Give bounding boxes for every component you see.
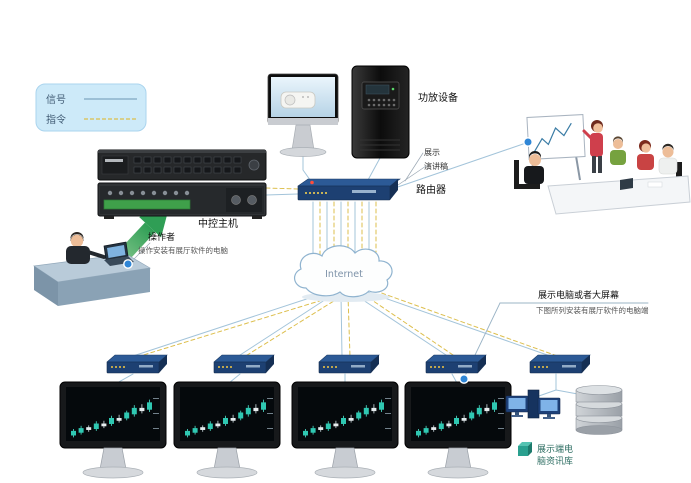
- central-control-host: [97, 149, 267, 219]
- datastore-group: [505, 385, 623, 456]
- display-switch-3: [318, 354, 380, 374]
- line-router-meeting: [391, 142, 527, 190]
- display-feed-label: 展示: [424, 148, 440, 157]
- datastore-label-line2: 脑资讯库: [537, 455, 573, 467]
- router-power-led: [310, 180, 314, 185]
- candlestick-chart-4: [416, 399, 497, 438]
- display-monitor-row: [59, 381, 512, 479]
- diagram-labels: 功放设备 展示 演讲稿 路由器 中控主机 操作者 操作安装有展厅软件的电脑 展示…: [138, 91, 649, 467]
- node-dot-operator: [123, 259, 133, 269]
- display-switch-row: [106, 354, 591, 374]
- database-stack: [575, 385, 623, 435]
- operator-head: [70, 234, 84, 248]
- router-device: [297, 178, 401, 201]
- display-monitor-1: [59, 381, 167, 479]
- candlestick-chart-1: [71, 399, 152, 438]
- candlestick-chart-2: [185, 399, 266, 438]
- node-dot-display-end: [459, 374, 469, 384]
- legend-command-label: 指令: [46, 113, 66, 126]
- pc-monitor-2: [537, 397, 561, 419]
- amplifier-device: [351, 65, 410, 159]
- operator-note-label: 操作安装有展厅软件的电脑: [138, 245, 228, 255]
- legend-box: 信号 指令: [35, 83, 147, 132]
- router-label: 路由器: [416, 183, 446, 196]
- pc-monitor-1: [505, 395, 529, 417]
- display-monitor-3: [291, 381, 399, 479]
- operator-illustration: [33, 232, 152, 306]
- rack-knob-row: [107, 190, 190, 196]
- presenter-computer: [267, 73, 339, 157]
- operator-label: 操作者: [148, 231, 175, 243]
- line-amplifier-router: [367, 157, 381, 181]
- line-rack-router-command: [265, 187, 299, 190]
- node-dot-meeting: [523, 137, 533, 147]
- display-switch-2: [213, 354, 275, 374]
- internet-label: Internet: [325, 269, 363, 280]
- datastore-cube-icon: [518, 442, 532, 456]
- node-dots: [123, 137, 533, 384]
- presenter-computer-stand: [291, 124, 315, 151]
- internet-cloud: Internet: [293, 245, 393, 302]
- line-rack-router-signal: [265, 193, 299, 196]
- display-end-note: 下图所列安装有展厅软件的电脑端: [536, 305, 649, 315]
- operator-body: [66, 246, 90, 264]
- rack-display-panel: [101, 155, 129, 175]
- connection-lines: [116, 142, 649, 398]
- candlestick-chart-3: [303, 399, 384, 438]
- display-end-title: 展示电脑或者大屏幕: [538, 289, 619, 301]
- central-host-label: 中控主机: [198, 217, 238, 230]
- display-switch-1: [106, 354, 168, 374]
- meeting-table: [547, 175, 691, 215]
- display-monitor-2: [173, 381, 281, 479]
- flipchart-chart: [534, 122, 572, 152]
- meeting-illustration: [514, 114, 691, 215]
- legend-signal-label: 信号: [46, 94, 66, 106]
- pc-tower: [527, 389, 540, 419]
- rack-green-strip: [103, 199, 191, 210]
- display-switch-5: [529, 354, 591, 374]
- display-switch-4: [425, 354, 487, 374]
- speech-feed-label: 演讲稿: [424, 161, 448, 171]
- rack-port-grid: [133, 156, 242, 174]
- amplifier-label: 功放设备: [418, 91, 458, 104]
- display-monitor-4: [404, 381, 512, 479]
- datastore-label-line1: 展示端电: [537, 443, 573, 455]
